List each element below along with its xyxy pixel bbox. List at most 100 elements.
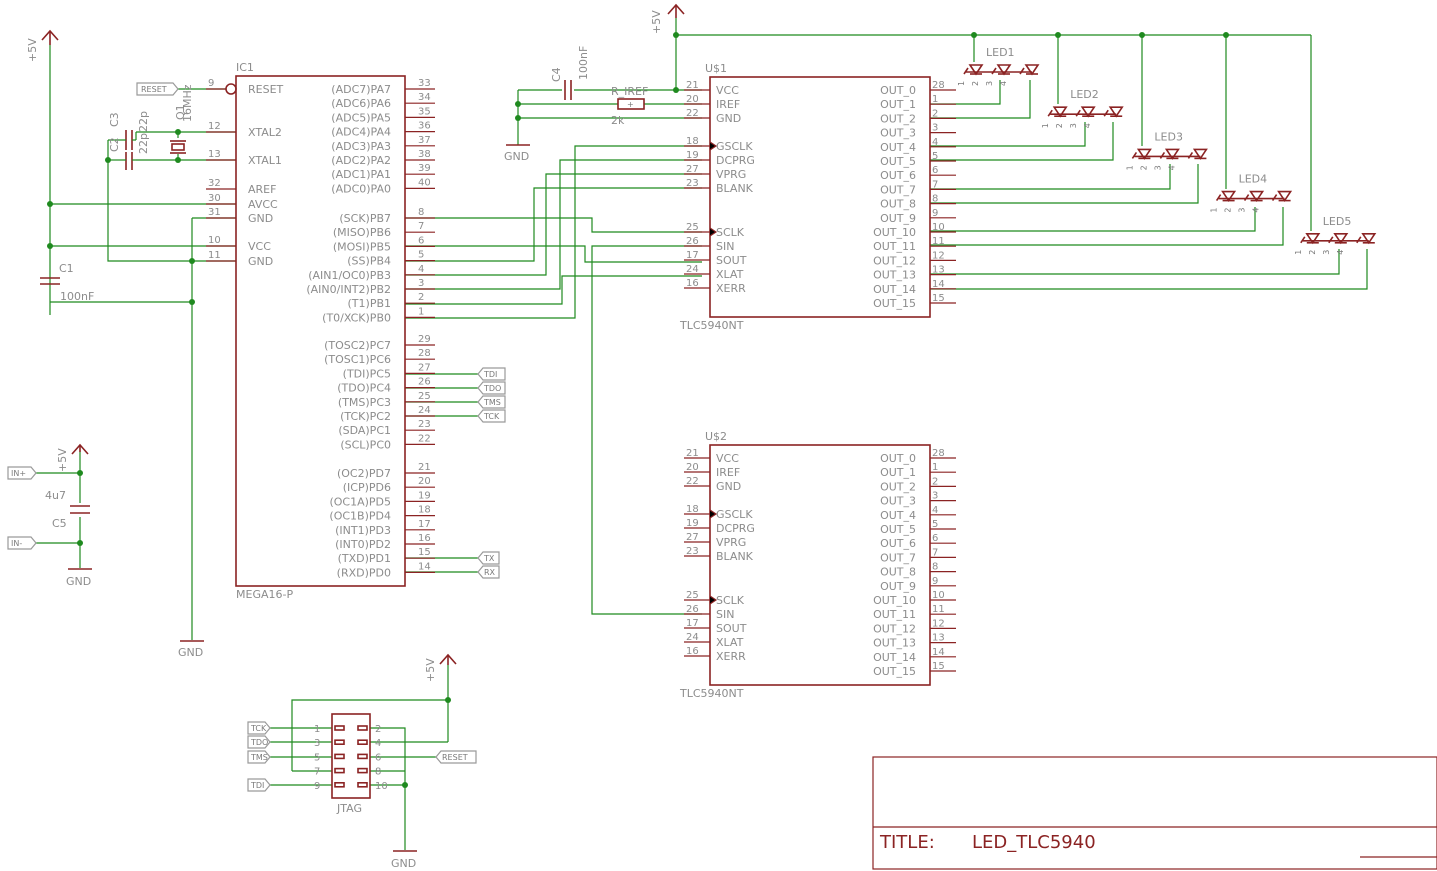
pin-number: 3 xyxy=(932,491,938,502)
net-label-jtag-reset: RESET xyxy=(435,750,477,764)
pin-number: 2 xyxy=(932,108,938,119)
gnd-label: GND xyxy=(391,857,416,870)
pin-name: (SDA)PC1 xyxy=(338,424,391,437)
pin-name: OUT_13 xyxy=(873,269,916,282)
pin-number: 8 xyxy=(418,207,424,218)
svg-text:TX: TX xyxy=(483,554,495,563)
pin-name: SCLK xyxy=(716,226,745,239)
diode-icon xyxy=(1249,190,1265,203)
pin-name: SIN xyxy=(716,608,734,621)
pin-name: (OC1A)PD5 xyxy=(329,495,391,508)
pin-name: OUT_4 xyxy=(880,141,916,154)
pin-number: 11 xyxy=(932,236,945,247)
pin-name: OUT_9 xyxy=(880,580,916,593)
pin-number: 13 xyxy=(208,149,221,160)
pin-number: 3 xyxy=(314,738,320,749)
pin-name: XTAL2 xyxy=(248,126,282,139)
led-pin-number: 3 xyxy=(1238,208,1247,213)
pin-name: OUT_13 xyxy=(873,637,916,650)
pin-number: 25 xyxy=(418,391,431,402)
supply-vcc-4-icon: +5V xyxy=(424,653,457,682)
gnd-label: GND xyxy=(178,646,203,659)
pin-name: XLAT xyxy=(716,268,744,281)
pin-name: (ADC0)PA0 xyxy=(331,182,391,195)
pin-number: 24 xyxy=(418,405,431,416)
pin-number: 27 xyxy=(686,164,699,175)
jtag-pin-3: 3 xyxy=(314,738,345,749)
pin-number: 16 xyxy=(418,533,431,544)
led-ref: LED3 xyxy=(1154,130,1183,143)
jtag-pin-6: 6 xyxy=(357,752,381,763)
supply-vcc-1-icon: +5V xyxy=(26,29,59,62)
ground-symbol-1-icon: GND xyxy=(178,640,204,659)
mcu-pin-20: 20(ICP)PD6 xyxy=(343,476,435,494)
pin-number: 38 xyxy=(418,149,431,160)
pin-name: AREF xyxy=(248,183,276,196)
pin-number: 19 xyxy=(686,150,699,161)
pin-name: OUT_7 xyxy=(880,183,916,196)
u1-ref: U$1 xyxy=(705,62,727,75)
pin-number: 36 xyxy=(418,121,431,132)
pin-number: 4 xyxy=(418,264,424,275)
mcu-pin-27: 27(TDI)PC5 xyxy=(343,362,435,380)
c5-value: 4u7 xyxy=(45,489,66,502)
net-label-in-minus: IN- xyxy=(7,536,37,550)
pin-number: 1 xyxy=(418,306,424,317)
pin-name: (ADC2)PA2 xyxy=(331,154,391,167)
mcu-pin-36: 36(ADC4)PA4 xyxy=(331,121,435,139)
pin-number: 7 xyxy=(932,179,938,190)
led-pin-number: 2 xyxy=(1139,165,1148,170)
diode-icon xyxy=(1277,190,1293,203)
pin-name: (TDI)PC5 xyxy=(343,367,391,380)
mcu-pin-38: 38 (ADC2)PA2 xyxy=(331,149,435,167)
led-pin-number: 3 xyxy=(1153,165,1162,170)
mcu-pin-6: 6(MOSI)PB5 xyxy=(333,235,435,253)
mcu-pin-31: 31 GND xyxy=(206,207,273,225)
jtag-pin-7: 7 xyxy=(314,767,345,778)
mcu-pin-5: 5(SS)PB4 xyxy=(347,250,435,268)
pin-number: 33 xyxy=(418,78,431,89)
pin-number: 13 xyxy=(932,633,945,644)
pin-number: 20 xyxy=(686,94,699,105)
pin-name: GND xyxy=(248,212,273,225)
mcu-pin-33: 33(ADC7)PA7 xyxy=(331,78,435,96)
net-label-tdi: TDI xyxy=(477,367,506,381)
pin-name: OUT_2 xyxy=(880,480,916,493)
pin-number: 12 xyxy=(932,250,945,261)
mcu-pin-26: 26(TDO)PC4 xyxy=(337,377,435,395)
pin-number: 29 xyxy=(418,334,431,345)
diode-icon xyxy=(1221,190,1237,203)
c4-value: 100nF xyxy=(577,46,590,80)
pin-name: OUT_5 xyxy=(880,523,916,536)
c2-value: 22p xyxy=(137,133,150,154)
led-pin-number: 2 xyxy=(1224,208,1233,213)
pin-number: 31 xyxy=(208,207,221,218)
pin-number: 6 xyxy=(932,165,938,176)
pin-number: 5 xyxy=(932,519,938,530)
pin-number: 22 xyxy=(686,476,699,487)
svg-text:RESET: RESET xyxy=(442,753,468,762)
pin-number: 14 xyxy=(932,647,945,658)
pin-number: 2 xyxy=(932,476,938,487)
pin-name: (SCK)PB7 xyxy=(339,212,391,225)
pin-number: 1 xyxy=(932,462,938,473)
led-pin-number: 1 xyxy=(1210,208,1219,213)
pin-name: OUT_2 xyxy=(880,112,916,125)
diode-icon xyxy=(1192,148,1208,160)
pin-name: (ADC6)PA6 xyxy=(331,97,391,110)
